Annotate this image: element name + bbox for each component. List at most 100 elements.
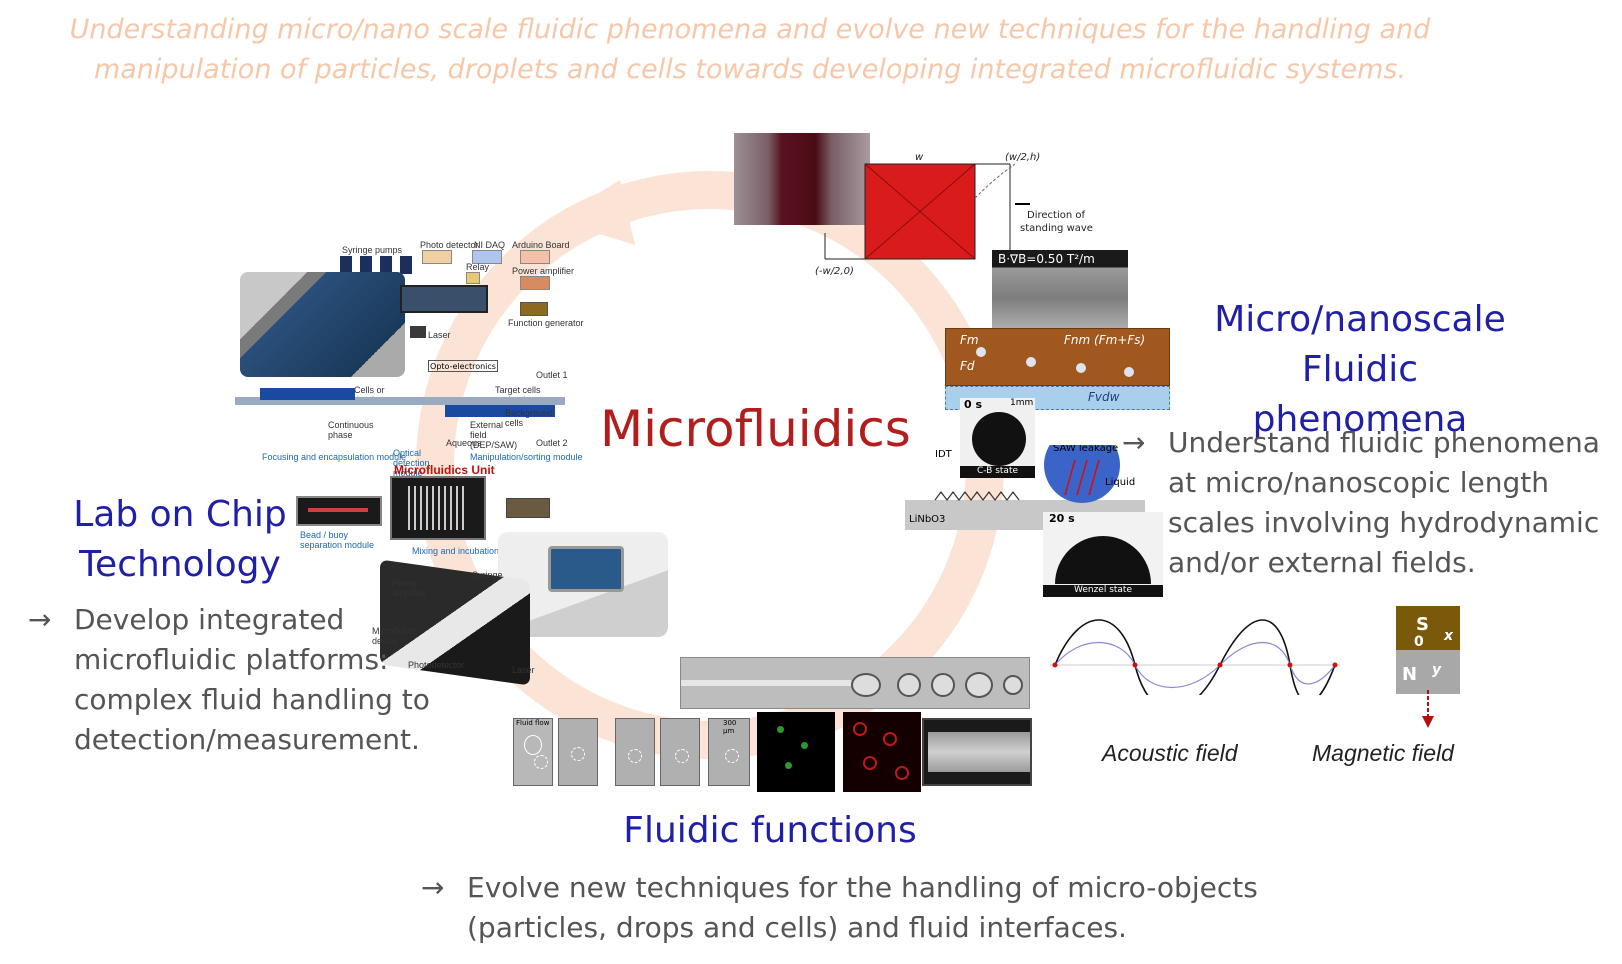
magnet-south: S x 0: [1396, 606, 1460, 650]
label-1mm: 1mm: [1010, 398, 1034, 408]
label-fnm: Fnm (Fm+Fs): [1064, 333, 1146, 347]
label-saw-leakage: SAW leakage: [1053, 445, 1118, 454]
label-liquid: Liquid: [1105, 477, 1135, 488]
label-syringe-2: Syringe: [472, 570, 503, 580]
magnetic-channel-image: B·∇B=0.50 T²/m: [992, 250, 1128, 330]
label-photodetector: Photodetector: [408, 660, 465, 670]
label-mixing: Mixing and incubation module: [412, 546, 532, 556]
label-scale-300: 300 µm: [723, 719, 737, 735]
droplet-generation-image: [680, 657, 1030, 709]
function-generator-box: [520, 302, 548, 316]
lab-title: Lab on Chip Technology: [70, 490, 290, 590]
lab-desc-line-4: detection/measurement.: [74, 723, 420, 756]
label-fvdw: Fvdw: [1088, 390, 1120, 404]
label-outlet-2: Outlet 2: [536, 438, 568, 448]
label-axis-x: x: [1444, 628, 1454, 644]
frame-5: 300 µm: [708, 718, 750, 786]
droplet-ball: [972, 412, 1026, 466]
label-mf-device: Microfluidic device: [372, 626, 418, 646]
label-power-amp: Power amplifier: [512, 266, 575, 276]
ni-daq-box: [472, 250, 502, 264]
phenomena-desc-line-4: and/or external fields.: [1168, 546, 1476, 579]
optical-unit: [400, 285, 488, 313]
label-opto: Opto-electronics: [430, 362, 496, 371]
label-bead: Bead / buoy separation module: [300, 530, 375, 550]
magnet-north: N y: [1396, 650, 1460, 694]
droplet-cb-image: 0 s 1mm C-B state: [960, 398, 1035, 478]
label-optical: Optical detection module: [393, 448, 430, 478]
label-ni-daq: NI DAQ: [474, 240, 506, 250]
label-fm: Fm: [960, 333, 979, 347]
frame-1: Fluid flow: [513, 718, 553, 786]
lab-desc-line-3: complex fluid handling to: [74, 683, 430, 716]
lab-title-line-2: Technology: [79, 544, 281, 585]
label-linbo3: LiNbO3: [909, 514, 945, 525]
lab-description: → Develop integrated microfluidic platfo…: [28, 600, 434, 760]
label-aqueous: Aqueous: [446, 438, 482, 448]
label-axis-y: y: [1432, 662, 1442, 678]
label-mf-unit: Microfluidics Unit: [394, 463, 495, 477]
red-fluorescence-image: [843, 712, 921, 792]
droplet-micrograph: [734, 133, 870, 225]
phenomena-arrow: →: [1122, 426, 1146, 459]
syringe-pump-device: [240, 272, 405, 377]
magnetic-field-label: Magnetic field: [1312, 740, 1454, 766]
frame-4: [660, 718, 700, 786]
label-power-amplifier: Power amplifier: [392, 578, 427, 598]
separation-chip: [296, 496, 382, 526]
label-manipulation: Manipulation/sorting module: [470, 452, 583, 462]
arduino-box: [520, 250, 550, 264]
mission-line-2: manipulation of particles, droplets and …: [93, 54, 1407, 85]
acoustic-wave: [1050, 619, 1340, 695]
label-background: Background cells: [505, 408, 554, 428]
label-external: External field (DEP/SAW): [470, 420, 518, 450]
acoustic-field-label: Acoustic field: [1102, 740, 1238, 766]
magnetic-arrow: [1422, 690, 1434, 728]
mission-statement: Understanding micro/nano scale fluidic p…: [60, 10, 1440, 90]
label-wenzel: Wenzel state: [1043, 585, 1163, 597]
label-n-pole: N: [1402, 664, 1418, 685]
label-func-gen: Function generator: [508, 318, 584, 328]
functions-desc-line-1: Evolve new techniques for the handling o…: [467, 871, 1258, 904]
particle-3: [1076, 363, 1086, 373]
phenomena-title-line-1: Micro/nanoscale: [1214, 299, 1506, 340]
functions-desc-line-2: (particles, drops and cells) and fluid i…: [467, 911, 1127, 944]
label-fluid-flow: Fluid flow: [516, 719, 550, 727]
phenomena-title: Micro/nanoscale Fluidic phenomena: [1190, 295, 1530, 445]
label-idt: IDT: [935, 449, 953, 460]
label-outlet-1: Outlet 1: [536, 370, 568, 380]
label-origin: 0: [1414, 634, 1424, 650]
label-wh-pos: (w/2,h): [1005, 152, 1040, 163]
label-photo-detector: Photo detector: [420, 240, 479, 250]
label-laser: Laser: [428, 330, 451, 340]
chip-channel: [235, 397, 565, 405]
functions-description: → Evolve new techniques for the handling…: [421, 868, 1367, 948]
frame-2: [558, 718, 598, 786]
phenomena-desc-line-3: scales involving hydrodynamic: [1168, 506, 1600, 539]
label-s-pole: S: [1416, 614, 1429, 635]
frame-3: [615, 718, 655, 786]
relay-box: [466, 272, 480, 284]
label-time-0: 0 s: [964, 398, 983, 411]
center-title: Microfluidics: [600, 400, 911, 458]
mixing-chip: [390, 476, 486, 540]
particle-2: [1026, 357, 1036, 367]
label-wh-neg: (-w/2,0): [815, 266, 854, 277]
lab-desc-line-1: Develop integrated: [74, 603, 345, 636]
lab-title-line-1: Lab on Chip: [73, 494, 287, 535]
label-w: w: [915, 152, 924, 163]
functions-title: Fluidic functions: [623, 810, 917, 851]
cycle-arrowhead: [555, 180, 635, 245]
label-cb-state: C-B state: [960, 466, 1035, 478]
particle-1: [976, 347, 986, 357]
small-chip: [506, 498, 550, 518]
power-amp-box: [520, 276, 550, 290]
force-diagram: Fm Fd Fnm (Fm+Fs): [945, 328, 1170, 386]
green-fluorescence-image: [757, 712, 835, 792]
chip-sorting-region: [445, 405, 555, 417]
lab-desc-line-2: microfluidic platforms:: [74, 643, 389, 676]
label-arduino: Arduino Board: [512, 240, 570, 250]
label-syringe: Syringe pumps: [342, 245, 403, 255]
label-focusing: Focusing and encapsulation module: [262, 452, 407, 462]
bfield-label: B·∇B=0.50 T²/m: [998, 252, 1095, 266]
